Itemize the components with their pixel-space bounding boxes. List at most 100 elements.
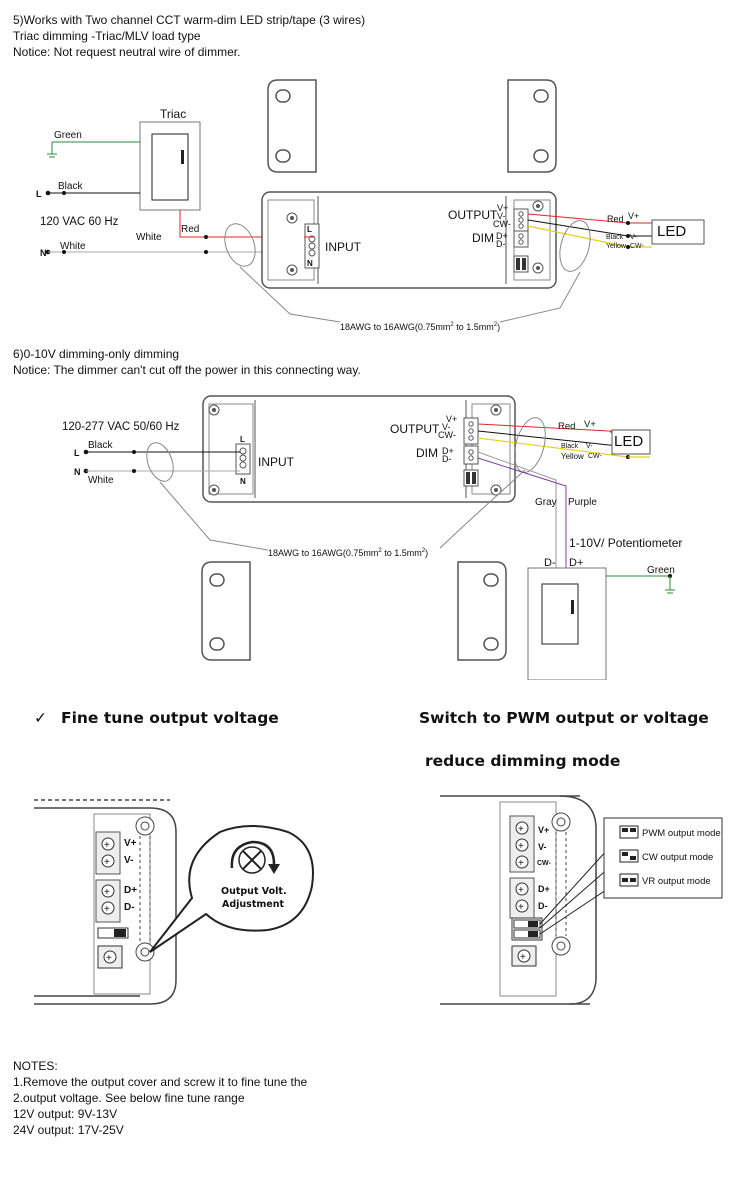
sw-dminus: D-	[538, 901, 548, 911]
output-cover-left-2	[201, 561, 251, 661]
black-label: Black	[58, 181, 83, 192]
output-cover-left	[267, 79, 317, 173]
section5-notice: Notice: Not request neutral wire of dimm…	[13, 45, 241, 59]
output-label-2: OUTPUT	[390, 422, 440, 436]
term-vminus: V-	[497, 211, 506, 221]
output-red-wire	[527, 213, 629, 224]
notes-line-2: 2.output voltage. See below fine tune ra…	[13, 1091, 245, 1105]
awg-note: 18AWG to 16AWG(0.75mm2 to 1.5mm2)	[340, 322, 501, 332]
svg-text:+: +	[518, 841, 524, 852]
checkmark-icon: ✓	[34, 709, 47, 727]
term-cw-2: CW-	[438, 430, 456, 440]
switch-heading-line1: Switch to PWM output or voltage	[419, 709, 709, 727]
svg-text:+: +	[106, 953, 112, 964]
notes-line-4: 24V output: 17V-25V	[13, 1123, 124, 1137]
input-label-2: INPUT	[258, 455, 294, 469]
potentiometer-label: 1-10V/ Potentiometer	[569, 536, 683, 550]
mode-pwm: PWM output mode	[642, 828, 721, 839]
led-cw-label: CW-	[630, 243, 644, 250]
dim-label: DIM	[472, 231, 494, 245]
ft-dplus: D+	[124, 885, 138, 896]
notes-title: NOTES:	[13, 1059, 58, 1073]
led-driver	[261, 191, 557, 289]
svg-text:+: +	[104, 887, 110, 898]
term-vminus-2: V-	[442, 422, 451, 432]
potentiometer-box	[527, 567, 607, 680]
led-black-label-2: Black	[561, 443, 579, 450]
purple-label: Purple	[568, 497, 597, 508]
triac-dimmer	[139, 121, 201, 211]
sw-vminus: V-	[538, 842, 547, 852]
red-label: Red	[181, 224, 200, 235]
term-dminus-2: D-	[442, 454, 452, 464]
term-vplus-2: V+	[446, 414, 458, 424]
term-dplus: D+	[496, 231, 508, 241]
supply-label-2: 120-277 VAC 50/60 Hz	[62, 421, 180, 433]
led-vminus-label-2: V-	[586, 443, 593, 450]
term-dplus-2: D+	[442, 446, 454, 456]
led-load-box	[651, 219, 705, 245]
svg-text:+: +	[104, 904, 110, 915]
svg-text:+: +	[518, 885, 524, 896]
triac-label: Triac	[160, 107, 187, 121]
led-label: LED	[657, 223, 687, 240]
black-label-2: Black	[88, 440, 113, 451]
mode-cw: CW output mode	[642, 852, 714, 863]
dimming-0-10v-diagram	[83, 395, 675, 680]
L-label: L	[36, 189, 42, 199]
led-load-box-2	[611, 429, 651, 455]
green-label: Green	[54, 130, 82, 141]
input-term-N-2: N	[240, 477, 246, 486]
input-term-L: L	[307, 225, 312, 234]
output-cover-right	[507, 79, 557, 173]
green-label-2: Green	[647, 565, 675, 576]
L-label-2: L	[74, 448, 80, 458]
section5-triac-line: Triac dimming -Triac/MLV load type	[13, 29, 201, 43]
awg-note-2: 18AWG to 16AWG(0.75mm2 to 1.5mm2)	[268, 548, 429, 558]
led-vplus-label: V+	[628, 211, 640, 221]
ft-vplus: V+	[124, 838, 137, 849]
dim-label-2: DIM	[416, 446, 438, 460]
sw-cw: CW-	[537, 860, 551, 867]
white-label-mid: White	[136, 232, 162, 243]
svg-text:+: +	[104, 840, 110, 851]
svg-text:+: +	[518, 858, 524, 869]
led-red-label: Red	[607, 214, 624, 224]
callout-adjustment: Adjustment	[222, 899, 285, 910]
section6-title: 6)0-10V dimming-only dimming	[13, 347, 180, 361]
input-term-N: N	[307, 259, 313, 268]
white-label-in: White	[60, 241, 86, 252]
ft-vminus: V-	[124, 855, 134, 866]
term-cw: CW-	[493, 219, 511, 229]
section6-notice: Notice: The dimmer can't cut off the pow…	[13, 363, 361, 377]
white-label-2: White	[88, 475, 114, 486]
input-term-L-2: L	[240, 435, 245, 444]
sw-dplus: D+	[538, 884, 550, 894]
led-cw-label-2: CW-	[588, 453, 602, 460]
led-vplus-label-2: V+	[584, 419, 596, 430]
led-yellow-label-2: Yellow	[561, 452, 584, 461]
fine-tune-heading: Fine tune output voltage	[61, 709, 279, 727]
svg-text:+: +	[104, 857, 110, 868]
gray-label: Gray	[535, 497, 557, 508]
notes-line-3: 12V output: 9V-13V	[13, 1107, 118, 1121]
supply-label: 120 VAC 60 Hz	[40, 216, 119, 228]
led-driver-2	[202, 395, 516, 503]
N-label-2: N	[74, 467, 81, 477]
term-dminus: D-	[496, 239, 506, 249]
triac-wiring-diagram	[45, 79, 705, 323]
notes-line-1: 1.Remove the output cover and screw it t…	[13, 1075, 308, 1089]
led-black-label: Black	[606, 234, 624, 241]
N-label: N	[40, 248, 47, 258]
led-yellow-label: Yellow	[606, 243, 626, 250]
callout-output-volt: Output Volt.	[221, 886, 287, 897]
ft-dminus: D-	[124, 902, 135, 913]
output-label: OUTPUT	[448, 208, 498, 222]
pot-dplus-label: D+	[569, 557, 584, 569]
term-vplus: V+	[497, 203, 509, 213]
led-vminus-label: V-	[630, 234, 637, 241]
led-label-2: LED	[614, 433, 644, 450]
output-cover-right-2	[457, 561, 507, 661]
svg-text:+: +	[520, 952, 526, 963]
output-black-wire	[527, 219, 629, 237]
